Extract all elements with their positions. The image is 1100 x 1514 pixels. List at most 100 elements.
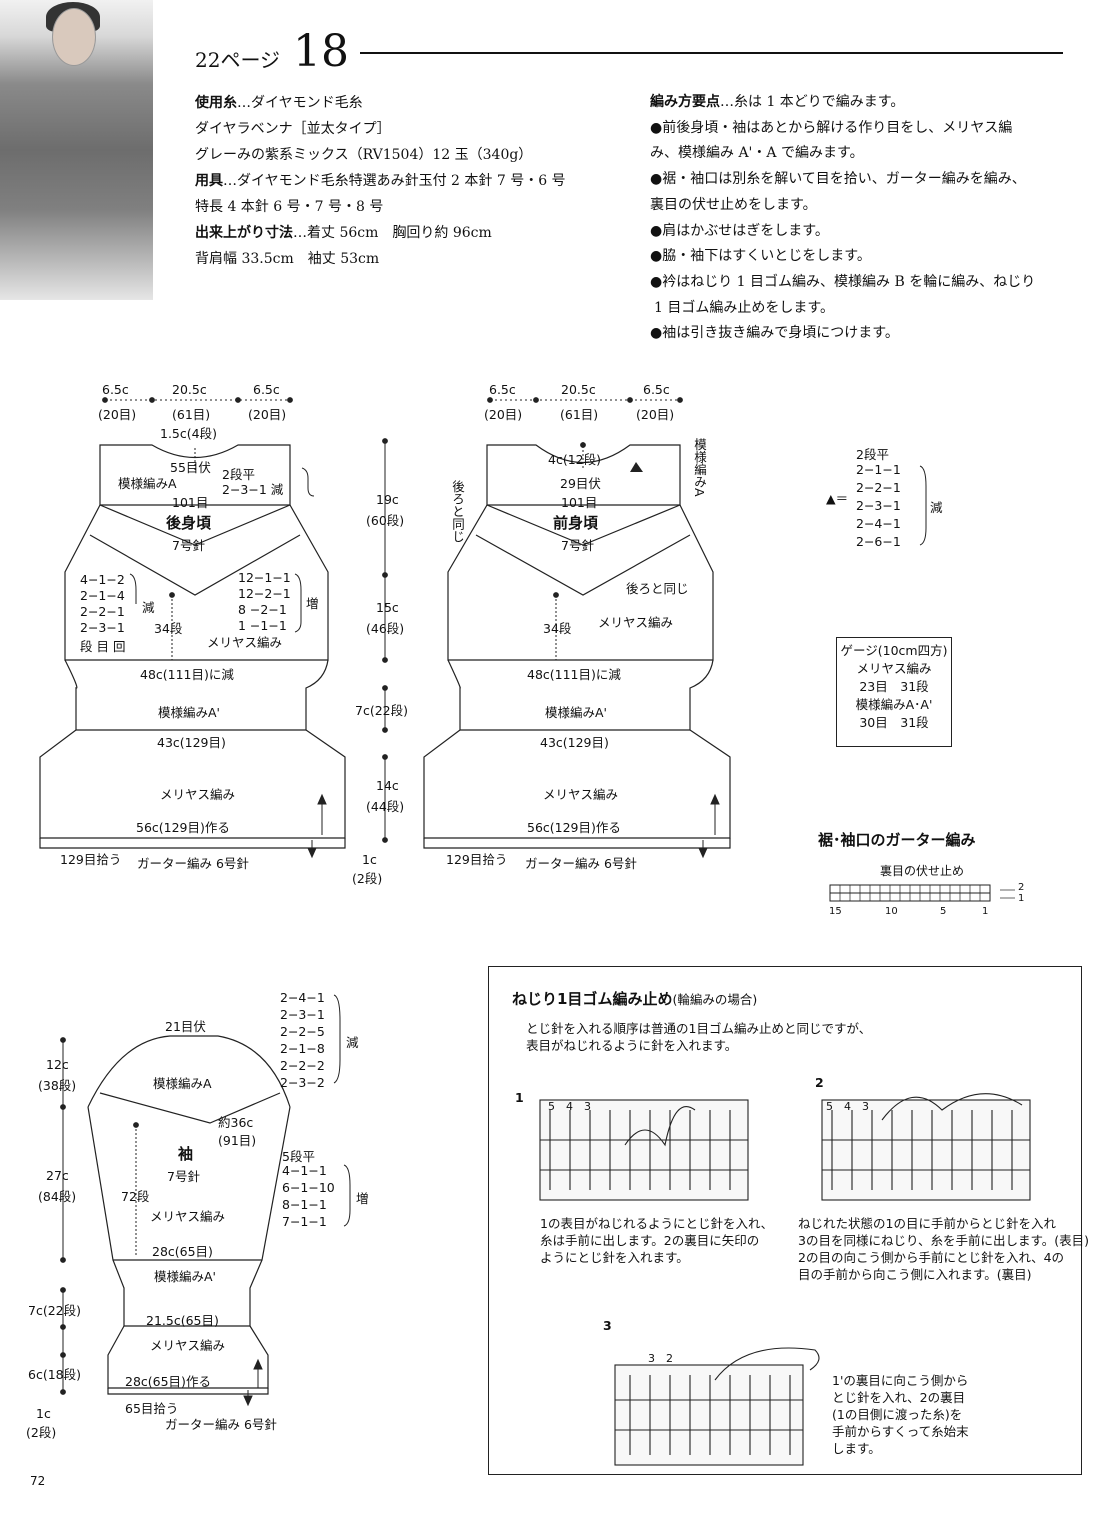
model-photo xyxy=(0,0,153,300)
front-cast-on: 56c(129目)作る xyxy=(527,820,621,835)
back-cast-on: 56c(129目)作る xyxy=(136,820,230,835)
sleeve-title: 袖 xyxy=(178,1145,194,1163)
front-dec-to: 48c(111目)に減 xyxy=(527,667,621,682)
sleeve-width36: 約36c xyxy=(218,1115,254,1130)
neck-note-symbol: ▲＝ xyxy=(826,491,849,506)
front-width-left: 6.5c xyxy=(489,382,516,397)
back-neck-dec: 2−3−1 減 xyxy=(222,482,284,497)
materials-block: 使用糸…ダイヤモンド毛糸 ダイヤラベンナ［並太タイプ］ グレーみの紫系ミックス（… xyxy=(195,90,566,272)
front-pattern-a-vertical: 模様編みA xyxy=(692,438,707,497)
back-pattern-a2: 模様編みA' xyxy=(158,705,220,720)
front-needle: 7号針 xyxy=(561,538,594,553)
front-same-back: 後ろと同じ xyxy=(626,581,689,596)
dim-19c: 19c xyxy=(376,492,399,507)
sleeve-needle: 7号針 xyxy=(167,1169,200,1184)
sleeve-cast-on: 28c(65目)作る xyxy=(125,1374,211,1389)
materials-line: 使用糸…ダイヤモンド毛糸 xyxy=(195,95,363,111)
front-count-right: (20目) xyxy=(636,407,675,422)
page-number: 72 xyxy=(30,1474,46,1488)
step2-text: ねじれた状態の1の目に手前からとじ針を入れ xyxy=(798,1216,1056,1231)
dim-15c: 15c xyxy=(376,600,399,615)
back-count-right: (20目) xyxy=(248,407,287,422)
bindoff-illustrations xyxy=(539,1093,1031,1466)
back-dec-to: 48c(111目)に減 xyxy=(140,667,234,682)
back-mid-width: 43c(129目) xyxy=(157,735,226,750)
sleeve-pattern-a: 模様編みA xyxy=(153,1076,212,1091)
front-neck-depth: 4c(12段) xyxy=(548,452,601,467)
back-count-center: (61目) xyxy=(172,407,211,422)
front-width-right: 6.5c xyxy=(643,382,670,397)
front-mid-width: 43c(129目) xyxy=(540,735,609,750)
step3-text: 1'の裏目に向こう側から xyxy=(832,1373,969,1388)
front-title: 前身頃 xyxy=(553,514,599,532)
sleeve-dim-27c: 27c xyxy=(46,1168,69,1183)
back-pattern-a: 模様編みA xyxy=(118,476,177,491)
back-yoke-count: 101目 xyxy=(172,495,209,510)
front-pattern-a2: 模様編みA' xyxy=(545,705,607,720)
neck-note-title: 2段平 xyxy=(856,447,889,462)
step3-number: 3 xyxy=(603,1318,612,1333)
materials-line: ダイヤラベンナ［並太タイプ］ xyxy=(195,121,391,137)
step2-number: 2 xyxy=(815,1075,824,1090)
sleeve-cuff-width: 21.5c(65目) xyxy=(146,1313,219,1328)
neck-note-dec: 減 xyxy=(930,500,943,515)
materials-line: 用具…ダイヤモンド毛糸特選あみ針玉付 2 本針 7 号・6 号 xyxy=(195,173,566,189)
sleeve-inc-label: 増 xyxy=(356,1191,369,1206)
dim-14c: 14c xyxy=(376,778,399,793)
sleeve-stockinette: メリヤス編み xyxy=(150,1209,226,1224)
back-inc-rows: 12−1−1 xyxy=(238,570,291,585)
front-stockinette2: メリヤス編み xyxy=(543,787,619,802)
front-yoke-count: 101目 xyxy=(561,495,598,510)
back-garter: ガーター編み 6号針 xyxy=(137,856,249,871)
dim-1c: 1c xyxy=(362,852,377,867)
front-stockinette: メリヤス編み xyxy=(598,615,674,630)
back-width-left: 6.5c xyxy=(102,382,129,397)
materials-line: 背肩幅 33.5cm 袖丈 53cm xyxy=(195,251,380,267)
back-rows34: 34段 xyxy=(154,621,183,636)
bindoff-intro-2: 表目がねじれるように針を入れます。 xyxy=(526,1038,738,1053)
points-title: 編み方要点 xyxy=(650,94,720,110)
front-rows34: 34段 xyxy=(543,621,572,636)
back-inc-label: 増 xyxy=(306,596,319,611)
gauge-box: ゲージ(10cm四方) メリヤス編み 23目 31段 模様編みA･A' 30目 … xyxy=(836,637,952,747)
bindoff-title: ねじり1目ゴム編み止め(輪編みの場合) xyxy=(512,990,758,1008)
back-width-right: 6.5c xyxy=(253,382,280,397)
back-dec-label: 減 xyxy=(142,600,155,615)
back-neck-flat: 2段平 xyxy=(222,467,255,482)
materials-line: グレーみの紫系ミックス（RV1504）12 玉（340g） xyxy=(195,147,533,163)
sleeve-pattern-a2: 模様編みA' xyxy=(154,1269,216,1284)
front-count-left: (20目) xyxy=(484,407,523,422)
step1-text: 1の表目がねじれるようにとじ針を入れ、 xyxy=(540,1216,774,1231)
front-pickup: 129目拾う xyxy=(446,852,508,867)
back-armhole-dec: 4−1−2 xyxy=(80,572,125,587)
back-stockinette2: メリヤス編み xyxy=(160,787,236,802)
garter-bindoff-label: 裏目の伏せ止め xyxy=(880,864,965,878)
back-pickup: 129目拾う xyxy=(60,852,122,867)
sleeve-stockinette2: メリヤス編み xyxy=(150,1338,226,1353)
garter-title: 裾･袖口のガーター編み xyxy=(818,831,976,849)
sleeve-garter: ガーター編み 6号針 xyxy=(165,1417,277,1432)
sleeve-width28: 28c(65目) xyxy=(152,1244,213,1259)
sleeve-cap-rows: 2−4−1 xyxy=(280,990,325,1005)
back-width-center: 20.5c xyxy=(172,382,207,397)
bindoff-instructions-box xyxy=(488,966,1082,1475)
front-same-back-vertical: 後ろと同じ xyxy=(450,480,465,543)
back-title: 後身頃 xyxy=(166,514,212,532)
front-count-center: (61目) xyxy=(560,407,599,422)
materials-line: 出来上がり寸法…着丈 56cm 胸回り約 96cm xyxy=(195,225,492,241)
bindoff-intro-1: とじ針を入れる順序は普通の1目ゴム編み止めと同じですが、 xyxy=(526,1021,872,1036)
materials-line: 特長 4 本針 6 号・7 号・8 号 xyxy=(195,199,384,215)
sleeve-rows72: 72段 xyxy=(121,1189,150,1204)
sleeve-inc-rows: 5段平 xyxy=(282,1149,315,1164)
front-garter: ガーター編み 6号針 xyxy=(525,856,637,871)
sleeve-dim-1c: 1c xyxy=(36,1406,51,1421)
knitting-points: 編み方要点…糸は 1 本どりで編みます。 ●前後身頃・袖はあとから解ける作り目を… xyxy=(650,94,1036,342)
front-width-center: 20.5c xyxy=(561,382,596,397)
sleeve-pickup: 65目拾う xyxy=(125,1401,179,1416)
sleeve-dim-12c: 12c xyxy=(46,1057,69,1072)
step1-number: 1 xyxy=(515,1090,524,1105)
header-rule xyxy=(360,52,1063,54)
back-needle: 7号針 xyxy=(172,538,205,553)
back-count-left: (20目) xyxy=(98,407,137,422)
